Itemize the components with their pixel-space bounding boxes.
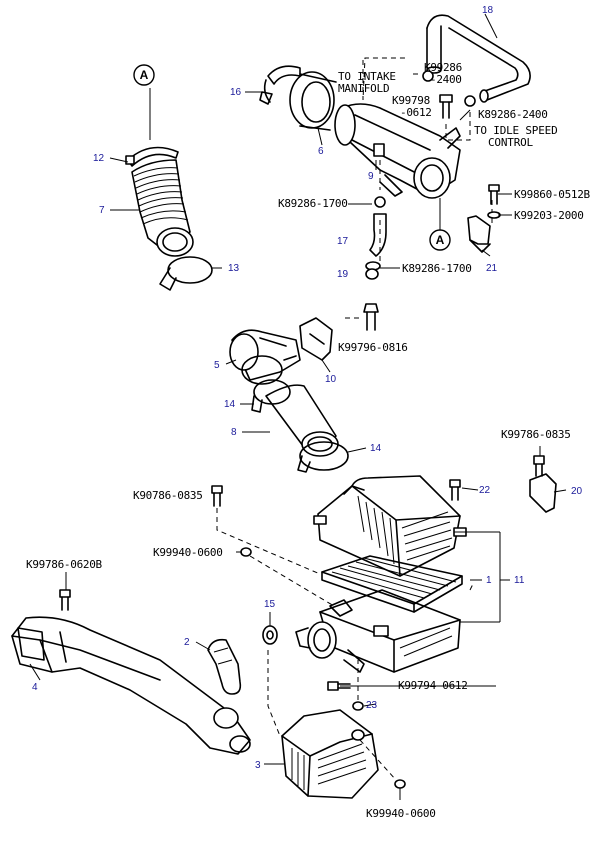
bracket-10 bbox=[299, 317, 333, 361]
air-cleaner-body bbox=[295, 589, 461, 673]
code-k99286-2400-line2: -2400 bbox=[430, 73, 462, 86]
air-hose-8 bbox=[265, 384, 339, 457]
callout-15: 15 bbox=[264, 599, 276, 610]
code-k89286-1700b: K89286-1700 bbox=[402, 262, 472, 275]
callout-20: 20 bbox=[571, 486, 583, 497]
bolt-k99794-0612 bbox=[327, 681, 351, 691]
grommet-15 bbox=[262, 625, 278, 645]
air-intake-pipe bbox=[334, 103, 461, 199]
code-k99940-0600a: K99940-0600 bbox=[153, 546, 223, 559]
note-to-intake-line2: MANIFOLD bbox=[338, 82, 389, 95]
callout-23: 23 bbox=[366, 700, 378, 711]
ref-a-mid: A bbox=[429, 229, 451, 251]
bracket-21 bbox=[467, 200, 493, 253]
callout-1: 1 bbox=[486, 575, 492, 586]
bolt-k99796-0816 bbox=[345, 303, 379, 331]
callout-22: 22 bbox=[479, 485, 491, 496]
code-k89286-2400: K89286-2400 bbox=[478, 108, 548, 121]
note-to-intake-line1: TO INTAKE bbox=[338, 70, 396, 83]
svg-text:A: A bbox=[436, 233, 445, 247]
bolt-22 bbox=[449, 479, 461, 501]
callout-14a: 14 bbox=[224, 399, 236, 410]
intake-duct-6 bbox=[289, 71, 337, 131]
bolt-k99798-0612 bbox=[439, 94, 453, 119]
resonator-3 bbox=[281, 709, 379, 799]
code-k99794-0612: K99794-0612 bbox=[398, 679, 468, 692]
clamp-14a bbox=[251, 379, 291, 413]
callout-3: 3 bbox=[255, 760, 261, 771]
bolt-k90786-0835 bbox=[211, 485, 321, 575]
callout-16: 16 bbox=[230, 87, 242, 98]
callout-7: 7 bbox=[99, 205, 105, 216]
callout-5: 5 bbox=[214, 360, 220, 371]
code-k99786-0620b: K99786-0620B bbox=[26, 558, 103, 571]
bracket-20 bbox=[529, 455, 557, 513]
nut-23 bbox=[352, 660, 364, 711]
hose-2 bbox=[207, 638, 242, 695]
bellows-hose-7 bbox=[131, 159, 194, 257]
callout-8: 8 bbox=[231, 427, 237, 438]
code-k90786-0835: K90786-0835 bbox=[133, 489, 203, 502]
svg-text:A: A bbox=[140, 68, 149, 82]
clamp-13 bbox=[159, 256, 213, 291]
code-k99786-0835: K99786-0835 bbox=[501, 428, 571, 441]
callout-9: 9 bbox=[368, 171, 374, 182]
breather-hose-18 bbox=[426, 14, 531, 103]
callout-17: 17 bbox=[337, 236, 349, 247]
callout-4: 4 bbox=[32, 682, 38, 693]
intake-duct-4 bbox=[11, 616, 251, 755]
code-k99798-0612-line1: K99798 bbox=[392, 94, 430, 107]
bolt-k99786-0620b bbox=[59, 589, 71, 611]
note-to-idle-line2: CONTROL bbox=[488, 136, 534, 149]
code-k89286-1700a: K89286-1700 bbox=[278, 197, 348, 210]
callout-18: 18 bbox=[482, 5, 494, 16]
callout-21: 21 bbox=[486, 263, 498, 274]
code-k99203-2000: K99203-2000 bbox=[514, 209, 584, 222]
nut-k99940-0600a bbox=[240, 547, 335, 607]
code-k99796-0816: K99796-0816 bbox=[338, 341, 408, 354]
air-flow-sensor-5 bbox=[229, 329, 301, 385]
clamp-k99286-2400 bbox=[422, 70, 476, 107]
callout-11: 11 bbox=[514, 575, 525, 586]
note-to-idle-line1: TO IDLE SPEED bbox=[474, 124, 558, 137]
nut-k99940-0600b bbox=[359, 739, 406, 789]
callout-14b: 14 bbox=[370, 443, 382, 454]
air-filter-element-1 bbox=[321, 555, 463, 613]
callout-2: 2 bbox=[184, 637, 190, 648]
clamp-12 bbox=[125, 146, 179, 167]
callout-19: 19 bbox=[337, 269, 349, 280]
clamp-14b bbox=[297, 441, 349, 473]
callout-13: 13 bbox=[228, 263, 240, 274]
bolt-k99860 bbox=[487, 184, 501, 219]
code-k99940-0600b: K99940-0600 bbox=[366, 807, 436, 820]
callout-12: 12 bbox=[93, 153, 105, 164]
code-k99798-0612-line2: -0612 bbox=[400, 106, 432, 119]
callout-10: 10 bbox=[325, 374, 337, 385]
hose-17 bbox=[365, 196, 387, 280]
code-k99286-2400-line1: K99286 bbox=[424, 61, 462, 74]
callout-6: 6 bbox=[318, 146, 324, 157]
ref-a-top: A bbox=[133, 64, 155, 86]
code-k99860-0512b: K99860-0512B bbox=[514, 188, 591, 201]
